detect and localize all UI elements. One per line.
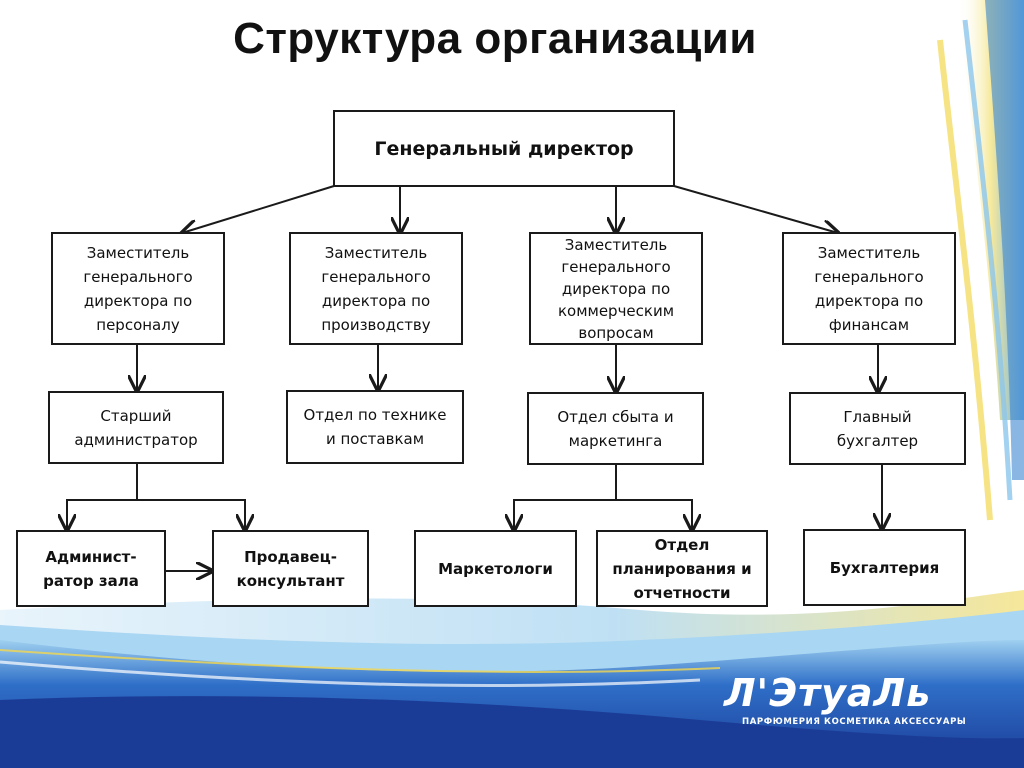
deputy-finance-box: Заместитель генерального директора по фи…	[782, 232, 956, 345]
tech-supply-dept-box: Отдел по технике и поставкам	[286, 390, 464, 464]
sales-consultant-label: Продавец- консультант	[236, 547, 345, 590]
marketers-box: Маркетологи	[414, 530, 577, 607]
sales-consultant-box: Продавец- консультант	[212, 530, 369, 607]
chief-accountant-label: Главный бухгалтер	[836, 407, 919, 450]
deputy-personnel-box: Заместитель генерального директора по пе…	[51, 232, 225, 345]
svg-text:Л'ЭтуаЛь: Л'ЭтуаЛь	[723, 671, 931, 715]
arrow-sales-marketers	[514, 464, 617, 530]
deputy-production-box: Заместитель генерального директора по пр…	[289, 232, 463, 345]
ceo-box: Генеральный директор	[333, 110, 675, 187]
accounting-label: Бухгалтерия	[829, 558, 940, 577]
tech-supply-dept-label: Отдел по технике и поставкам	[303, 406, 447, 448]
ceo-label: Генеральный директор	[374, 137, 634, 160]
hall-admin-box: Админист- ратор зала	[16, 530, 166, 607]
deputy-production-label: Заместитель генерального директора по пр…	[321, 243, 431, 334]
deputy-personnel-label: Заместитель генерального директора по пе…	[83, 243, 193, 334]
deputy-commercial-box: Заместитель генерального директора по ко…	[529, 232, 703, 345]
accounting-box: Бухгалтерия	[803, 529, 966, 606]
senior-admin-label: Старший администратор	[74, 406, 198, 449]
arrow-senior-admin-consultant	[137, 499, 245, 530]
arrow-senior-admin-hall-admin	[67, 464, 138, 530]
arrow-ceo-deputy-finance	[673, 185, 838, 233]
deputy-finance-label: Заместитель генерального директора по фи…	[814, 243, 924, 334]
deputy-commercial-label: Заместитель генерального директора по ко…	[557, 235, 675, 342]
chief-accountant-box: Главный бухгалтер	[789, 392, 966, 465]
planning-reporting-label: Отдел планирования и отчетности	[612, 535, 752, 602]
arrow-sales-planning	[616, 499, 692, 530]
arrow-ceo-deputy-personnel	[182, 185, 335, 233]
hall-admin-label: Админист- ратор зала	[43, 547, 139, 590]
page-title: Структура организации	[233, 14, 757, 63]
sales-marketing-dept-label: Отдел сбыта и маркетинга	[557, 407, 674, 450]
planning-reporting-box: Отдел планирования и отчетности	[596, 530, 768, 607]
senior-admin-box: Старший администратор	[48, 391, 224, 464]
sales-marketing-dept-box: Отдел сбыта и маркетинга	[527, 392, 704, 465]
marketers-label: Маркетологи	[438, 559, 553, 578]
svg-text:ПАРФЮМЕРИЯ КОСМЕТИКА АКСЕССУАР: ПАРФЮМЕРИЯ КОСМЕТИКА АКСЕССУАРЫ	[742, 717, 966, 727]
